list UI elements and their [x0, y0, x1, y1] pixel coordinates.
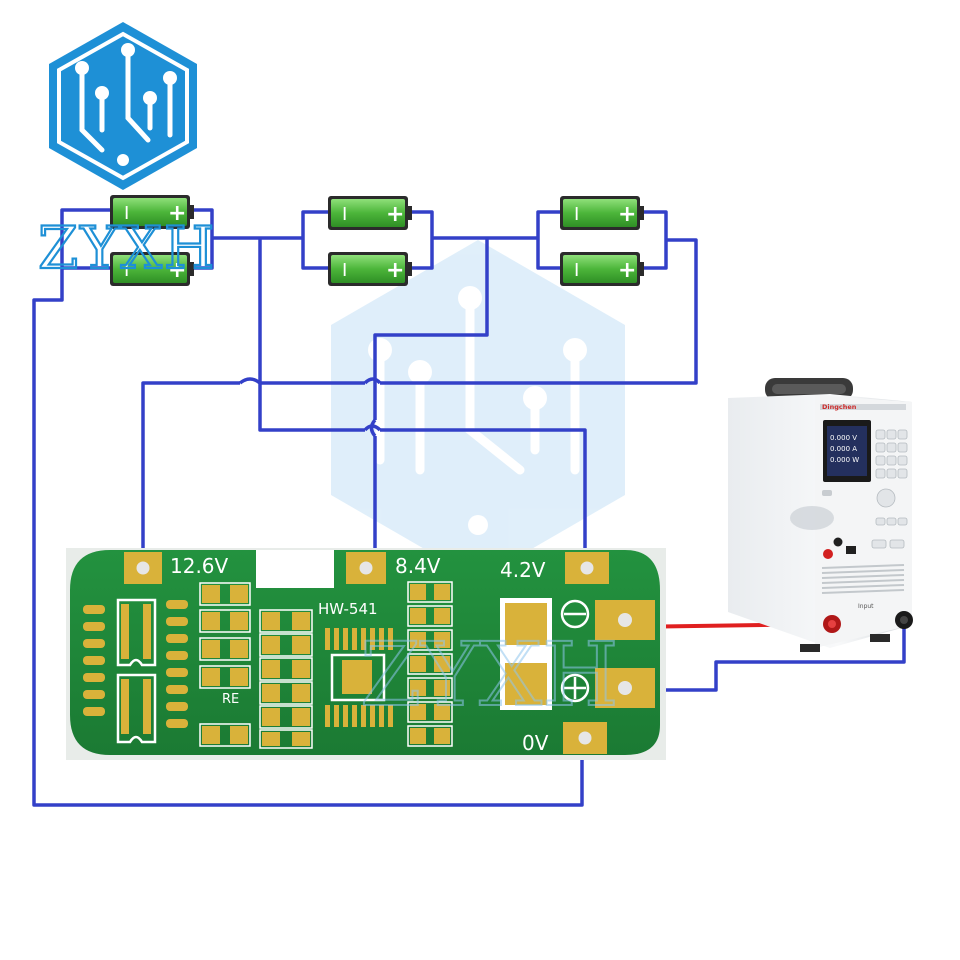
load-key	[886, 517, 897, 526]
label-0v: 0V	[522, 731, 549, 755]
battery-plus-symbol: +	[168, 201, 186, 226]
smd-pad	[292, 684, 310, 702]
smd-pad	[262, 660, 280, 678]
battery-cell: I+	[328, 196, 412, 230]
smd-pad	[202, 612, 220, 630]
smd-pad	[262, 732, 280, 746]
smd-pad	[292, 660, 310, 678]
smd-pad	[410, 632, 426, 648]
smd-pad	[230, 585, 248, 603]
reading-current: 0.000 A	[830, 445, 857, 453]
battery-plus-symbol: +	[168, 258, 186, 283]
reading-voltage: 0.000 V	[830, 434, 857, 442]
logo-text: ZYXH	[38, 214, 216, 282]
load-key	[897, 468, 908, 479]
battery-minus-symbol: I	[124, 260, 129, 281]
board-model: HW-541	[318, 600, 378, 618]
smd-pad	[230, 726, 248, 744]
battery-cell: I+	[560, 196, 644, 230]
battery-cell: I+	[328, 252, 412, 286]
smd-pad	[230, 612, 248, 630]
battery-minus-symbol: I	[574, 204, 579, 225]
reading-power: 0.000 W	[830, 456, 859, 464]
smd-pad	[262, 708, 280, 726]
battery-cell: I+	[560, 252, 644, 286]
load-knob	[876, 488, 896, 508]
smd-pad	[292, 708, 310, 726]
battery-minus-symbol: I	[342, 260, 347, 281]
terminal-pad-8v4	[346, 552, 386, 584]
load-key	[875, 455, 886, 466]
smd-pad	[292, 636, 310, 654]
battery-plus-symbol: +	[386, 202, 404, 227]
battery-minus-symbol: I	[574, 260, 579, 281]
load-key	[875, 442, 886, 453]
smd-pad	[202, 585, 220, 603]
smd-pad	[410, 704, 426, 720]
smd-pad	[262, 636, 280, 654]
smd-pad	[410, 608, 426, 624]
battery-cells: I+I+I+I+I+I+	[110, 195, 644, 286]
brand-logo	[49, 22, 197, 190]
load-key	[897, 455, 908, 466]
smd-pad	[434, 656, 450, 672]
smd-pad	[262, 684, 280, 702]
label-8v4: 8.4V	[395, 554, 441, 578]
battery-plus-symbol: +	[618, 202, 636, 227]
smd-pad	[292, 732, 310, 746]
load-brand: Dingchen	[822, 403, 857, 411]
smd-pad	[230, 668, 248, 686]
smd-pad	[434, 608, 450, 624]
protection-board: 12.6V 8.4V 4.2V 0V HW-541 RE	[66, 548, 666, 760]
load-key	[875, 517, 886, 526]
silk-re: RE	[222, 692, 239, 707]
smd-pad	[202, 726, 220, 744]
smd-pad	[292, 612, 310, 630]
smd-pad	[410, 656, 426, 672]
terminal-pad-0v	[563, 722, 607, 754]
load-key	[875, 429, 886, 440]
wire-network	[32, 208, 906, 807]
smd-pad	[434, 728, 450, 744]
battery-plus-symbol: +	[386, 258, 404, 283]
load-key	[875, 468, 886, 479]
smd-pad	[410, 728, 426, 744]
smd-pad	[410, 680, 426, 696]
electronic-load: Dingchen 0.000 V 0.000 A 0.000 W Input	[728, 378, 913, 652]
smd-pad	[230, 640, 248, 658]
load-key	[886, 442, 897, 453]
label-4v2: 4.2V	[500, 558, 546, 582]
smd-pad	[434, 632, 450, 648]
smd-pad	[202, 668, 220, 686]
load-key	[897, 442, 908, 453]
smd-pad	[434, 680, 450, 696]
input-label: Input	[858, 603, 874, 610]
load-key	[897, 429, 908, 440]
terminal-pad-12v6	[124, 552, 162, 584]
battery-cell: I+	[110, 252, 194, 286]
load-key	[886, 455, 897, 466]
smd-pad	[434, 704, 450, 720]
label-12v6: 12.6V	[170, 554, 229, 578]
terminal-pad-4v2	[565, 552, 609, 584]
smd-pad	[262, 612, 280, 630]
smd-pad	[202, 640, 220, 658]
smd-pad	[434, 584, 450, 600]
load-key	[897, 517, 908, 526]
battery-minus-symbol: I	[342, 204, 347, 225]
load-key	[886, 468, 897, 479]
smd-pad	[410, 584, 426, 600]
watermark-text: ZYXH	[360, 623, 619, 726]
battery-minus-symbol: I	[124, 203, 129, 224]
load-key	[871, 539, 887, 549]
load-key	[886, 429, 897, 440]
battery-cell: I+	[110, 195, 194, 229]
battery-plus-symbol: +	[618, 258, 636, 283]
load-key	[889, 539, 905, 549]
